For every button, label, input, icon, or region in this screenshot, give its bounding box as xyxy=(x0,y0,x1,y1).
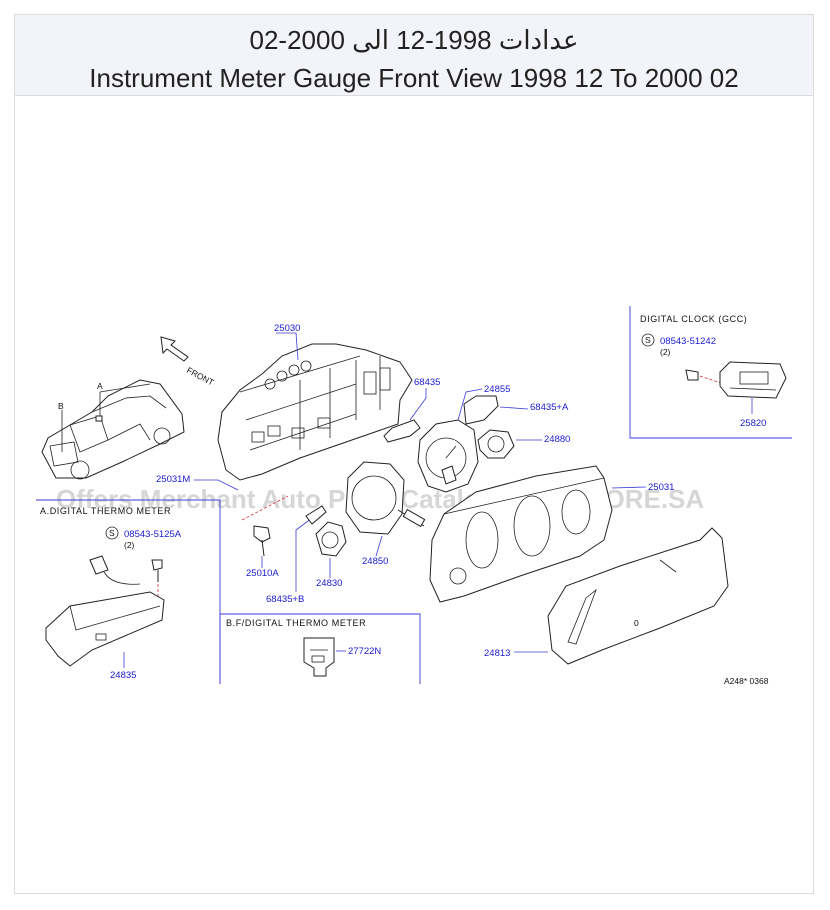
front-arrow-icon xyxy=(160,336,189,362)
gauge-face-24855 xyxy=(417,419,479,493)
gauge-24830 xyxy=(315,521,347,557)
glass-cover-24813: 0 xyxy=(547,527,729,665)
car-label-b: B xyxy=(58,401,64,411)
page-frame xyxy=(14,14,814,894)
lens-68435b xyxy=(305,505,327,525)
leader-68435 xyxy=(409,388,427,421)
screw-symbol-icon xyxy=(641,333,655,347)
screw-a-icon xyxy=(151,559,163,598)
page-header: عدادات 1998-12 الى 2000-02 Instrument Me… xyxy=(14,14,814,96)
part-25820[interactable]: 25820 xyxy=(740,418,766,429)
svg-text:0: 0 xyxy=(634,618,639,628)
part-24880[interactable]: 24880 xyxy=(544,434,570,445)
leader-25031m xyxy=(194,479,239,491)
screw-25010a-icon xyxy=(241,495,289,557)
part-25030[interactable]: 25030 xyxy=(274,323,300,334)
part-25031m[interactable]: 25031M xyxy=(156,474,190,485)
sensor-27722n xyxy=(303,637,335,677)
front-label: FRONT xyxy=(185,365,216,388)
screw-clock-icon xyxy=(685,369,725,385)
part-25010a[interactable]: 25010A xyxy=(246,568,279,579)
screw-symbol-clock: S xyxy=(645,335,651,345)
small-gauge-24880 xyxy=(477,429,515,459)
front-housing-25031 xyxy=(429,465,613,603)
speedometer-24850 xyxy=(345,461,426,535)
figure-code: A248* 0368 xyxy=(724,676,769,686)
leader-24850 xyxy=(375,535,383,557)
part-24830[interactable]: 24830 xyxy=(316,578,342,589)
part-24835[interactable]: 24835 xyxy=(110,670,136,681)
part-08543-51242-qty: (2) xyxy=(660,347,671,357)
part-24855[interactable]: 24855 xyxy=(484,384,510,395)
rear-housing-25030 xyxy=(217,343,413,481)
lens-68435a xyxy=(463,395,499,425)
section-title-digital-clock: DIGITAL CLOCK (GCC) xyxy=(640,314,747,324)
part-24813[interactable]: 24813 xyxy=(484,648,510,659)
page-title-english: Instrument Meter Gauge Front View 1998 1… xyxy=(89,63,739,93)
thermo-meter-24835 xyxy=(45,555,165,667)
part-68435[interactable]: 68435 xyxy=(414,377,440,388)
leader-25031 xyxy=(611,486,647,489)
section-box-digital-clock xyxy=(629,306,792,439)
part-68435b[interactable]: 68435+B xyxy=(266,594,304,605)
leader-25030 xyxy=(276,332,299,361)
part-27722n[interactable]: 27722N xyxy=(348,646,381,657)
screw-symbol-icon-a xyxy=(105,526,119,540)
car-label-a: A xyxy=(97,381,103,391)
vehicle-illustration xyxy=(41,379,185,480)
digital-clock-25820 xyxy=(719,361,787,399)
part-08543-51242[interactable]: 08543-51242 xyxy=(660,336,716,347)
page-title-arabic: عدادات 1998-12 الى 2000-02 xyxy=(249,25,579,55)
part-24850[interactable]: 24850 xyxy=(362,556,388,567)
part-25031[interactable]: 25031 xyxy=(648,482,674,493)
lens-68435 xyxy=(383,419,421,443)
part-08543-5125a-qty: (2) xyxy=(124,540,135,550)
screw-symbol-a: S xyxy=(109,528,115,538)
section-title-bf-thermo: B.F/DIGITAL THERMO METER xyxy=(226,618,366,628)
leader-24855 xyxy=(457,388,483,421)
part-68435a[interactable]: 68435+A xyxy=(530,402,569,413)
section-title-a-thermo: A.DIGITAL THERMO METER xyxy=(40,506,171,516)
section-box-bf-thermo xyxy=(219,613,421,684)
part-08543-5125a[interactable]: 08543-5125A xyxy=(124,529,182,540)
leader-68435a xyxy=(499,406,529,410)
